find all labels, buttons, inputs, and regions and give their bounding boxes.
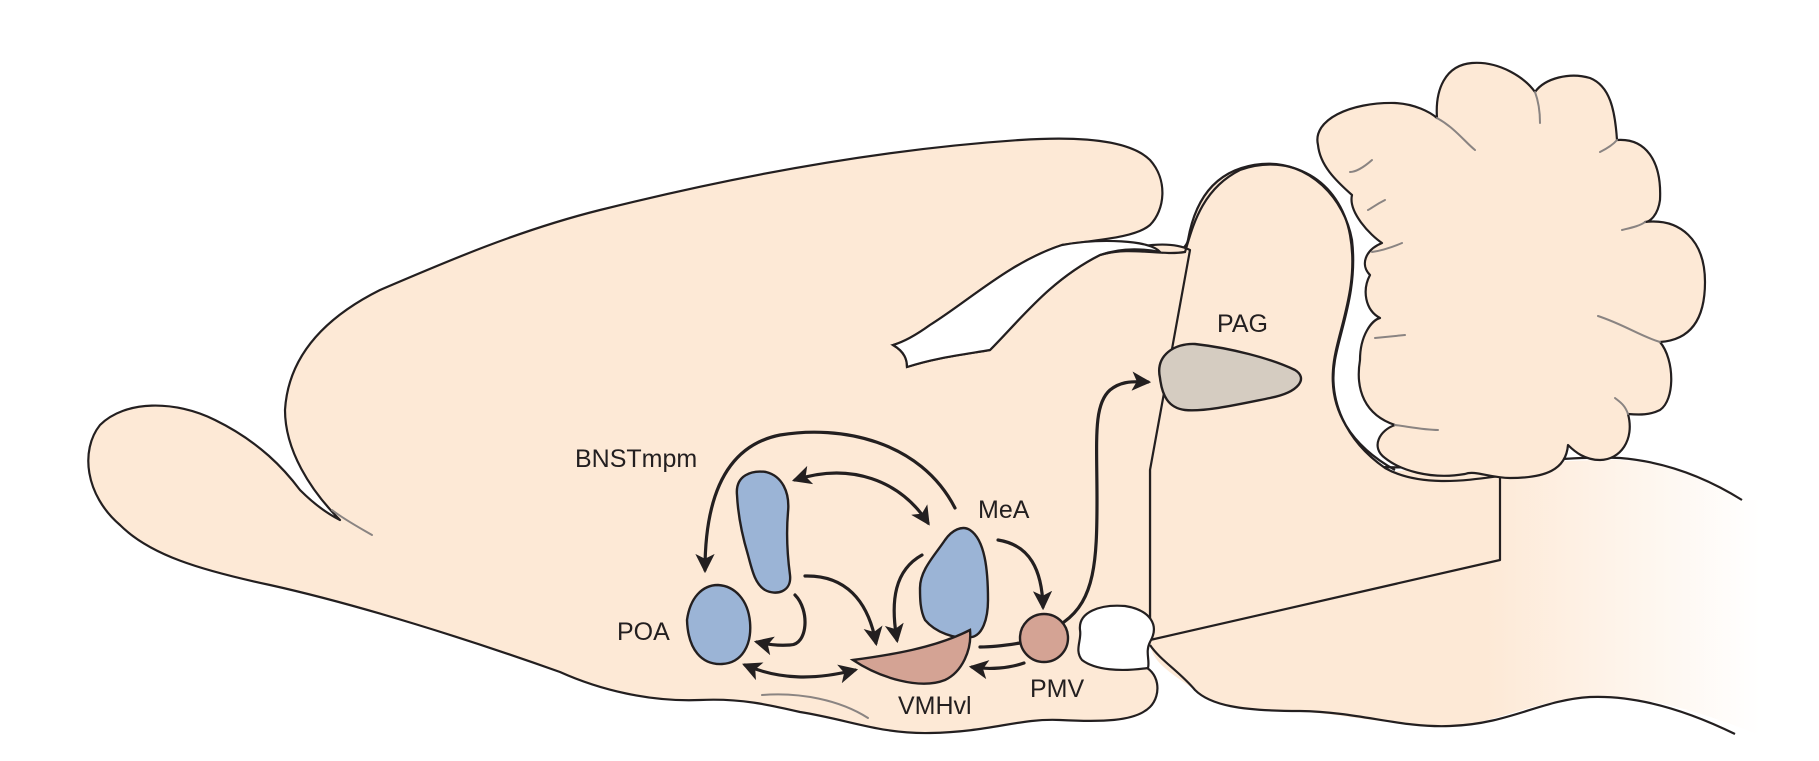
connection-arrows [695, 371, 1152, 684]
cerebellar-fissure [1597, 315, 1661, 343]
label-mea: MeA [978, 496, 1030, 524]
cerebellar-fissure [1534, 91, 1541, 124]
ventral-sulcus [761, 693, 869, 719]
arrow-pmv-to-vmhvl [968, 660, 1026, 680]
arrow-bnst-to-poa [753, 593, 807, 656]
label-pag: PAG [1217, 310, 1268, 338]
cerebellar-fissure [1394, 424, 1439, 431]
cerebellar-fissure [1599, 139, 1618, 153]
label-bnstmpm: BNSTmpm [575, 445, 697, 473]
arrow-bnst-to-vmhvl [803, 574, 883, 647]
cerebellar-fissure [1371, 242, 1403, 253]
line-vmhvl-pmv [978, 641, 1022, 649]
poa-region[interactable] [685, 583, 752, 666]
vmhvl-region[interactable] [849, 628, 972, 685]
cerebellar-fissure [1621, 221, 1646, 231]
arrow-bnst-mea [791, 465, 930, 526]
ventricle-pocket [1077, 604, 1155, 672]
arrow-mea-to-poa [695, 430, 957, 574]
pag-region[interactable] [1158, 342, 1302, 412]
midbrain-outline [1099, 163, 1396, 471]
arrow-pmv-to-pag [1062, 371, 1152, 624]
pmv-region[interactable] [1018, 612, 1070, 664]
mea-region[interactable] [918, 526, 990, 639]
label-poa: POA [617, 618, 670, 646]
arrow-mea-to-pmv [996, 538, 1053, 611]
arrow-poa-vmhvl [742, 662, 859, 684]
cerebellum [1316, 61, 1707, 480]
cerebellar-fissure [1436, 117, 1476, 151]
label-pmv: PMV [1030, 675, 1085, 703]
cerebellar-fissure [1374, 334, 1406, 339]
bnstmpm-region[interactable] [735, 470, 792, 594]
label-vmhvl: VMHvl [898, 692, 972, 720]
olfactory-sulcus [331, 509, 373, 536]
cerebellar-fissure [1367, 199, 1386, 211]
cerebellar-fissure [1349, 159, 1373, 173]
cerebellar-fissure [1614, 397, 1629, 415]
arrow-mea-to-vmhvl [884, 553, 924, 644]
